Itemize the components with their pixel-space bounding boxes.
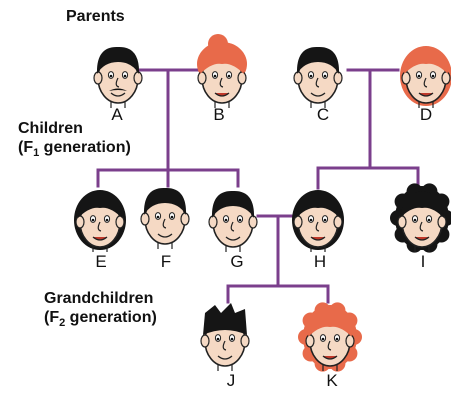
person-label-h: H (314, 252, 326, 271)
person-d-face (400, 46, 451, 108)
person-label-i: I (421, 252, 426, 271)
children-label: Children (F1 generation) (18, 120, 131, 160)
person-e-face (74, 190, 126, 252)
person-j-face (200, 303, 250, 371)
person-k-face (298, 302, 362, 372)
person-f-face (140, 187, 190, 249)
person-label-d: D (420, 105, 432, 124)
person-c-face (293, 46, 343, 108)
person-b-face (197, 34, 247, 108)
person-label-g: G (230, 252, 243, 271)
person-label-e: E (95, 252, 106, 271)
person-i-face (390, 183, 451, 253)
person-label-f: F (161, 252, 171, 271)
person-label-j: J (227, 371, 236, 388)
grandchildren-label: Grandchildren (F2 generation) (44, 290, 157, 330)
parents-label: Parents (66, 8, 125, 25)
person-label-k: K (326, 371, 338, 388)
person-g-face (208, 190, 258, 252)
person-h-face (292, 190, 344, 252)
person-a-face (93, 46, 143, 108)
person-label-c: C (317, 105, 329, 124)
person-label-a: A (111, 105, 123, 124)
person-label-b: B (213, 105, 224, 124)
